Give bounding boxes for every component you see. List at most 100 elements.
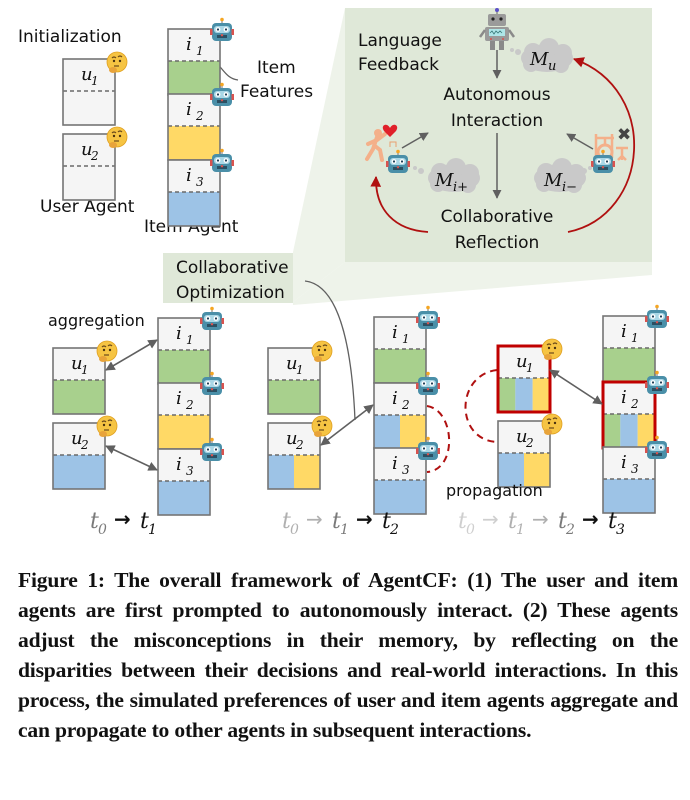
thinking-face-icon (96, 415, 118, 438)
preference-segment-yellow (158, 415, 210, 449)
stage3-user-agent-2: u2 (497, 413, 563, 488)
agent-id: i (392, 453, 398, 474)
robot-icon (199, 306, 225, 331)
preference-segment-blue (168, 192, 220, 226)
agent-id: i (186, 165, 192, 186)
agent-id-sub: 3 (196, 175, 204, 189)
agent-id-sub: 2 (80, 438, 89, 452)
item-features-label-line2: Features (240, 82, 313, 102)
agent-id-sub: 2 (630, 397, 639, 411)
reflection-label-line2: Reflection (455, 233, 540, 253)
large-robot-icon (478, 8, 516, 50)
agent-id-sub: 1 (631, 331, 639, 345)
time-arrow: → (306, 507, 323, 531)
time-step-sub: 0 (98, 522, 107, 538)
liked-item-person-icon (365, 124, 398, 162)
language-feedback-panel: Language Feedback M u Autonomous Interac… (345, 8, 652, 262)
autonomous-label-line1: Autonomous (443, 85, 550, 105)
panel-title-line1: Language (358, 31, 442, 51)
memory-user-base: M (529, 49, 549, 70)
thinking-face-icon (311, 415, 333, 438)
preference-segment-blue (158, 481, 210, 515)
agent-id-sub: 3 (186, 464, 194, 478)
time-step-sub: 1 (340, 522, 349, 538)
agent-id-sub: 2 (525, 436, 534, 450)
preference-segment-blue (374, 480, 426, 514)
preference-segment-yellow (168, 126, 220, 160)
stage1-user-agent-2: u2 (52, 415, 118, 490)
time-step-sub: 3 (616, 522, 625, 538)
agent-id-sub: 2 (295, 438, 304, 452)
interaction-link-u2-i2 (105, 445, 158, 471)
agent-id-sub: 1 (186, 333, 194, 347)
preference-segment-yellow (532, 378, 550, 412)
interaction-link-u1-i2-stage3 (549, 369, 603, 405)
preference-segment-green (374, 349, 426, 383)
zoom-fan (293, 8, 345, 302)
time-step-label: t (140, 509, 149, 534)
time-step-label: t (332, 509, 341, 534)
robot-icon (415, 305, 441, 330)
thinking-face-icon (541, 338, 563, 361)
agent-id: i (392, 322, 398, 343)
item-features-label-line1: Item (257, 58, 296, 78)
agent-id-sub: 3 (402, 463, 410, 477)
time-step-label: t (90, 509, 99, 534)
agent-id-sub: 1 (296, 363, 304, 377)
preference-segment-green (268, 380, 320, 414)
agent-id: u (516, 351, 528, 372)
time-arrow: → (482, 507, 499, 531)
thinking-face-icon (106, 51, 128, 74)
memory-user-sub: u (548, 59, 556, 74)
stage1-user-agent-1: u1 (52, 340, 118, 415)
preference-segment-green (603, 348, 655, 382)
arrow-negative-to-interaction (566, 133, 594, 150)
initialization-section: Initialization User Agent Item Agent Ite… (18, 17, 313, 237)
time-step-label: t (608, 509, 617, 534)
autonomous-label-line2: Interaction (451, 111, 543, 131)
agent-id: i (621, 387, 627, 408)
preference-segment-blue (374, 415, 400, 449)
preference-segment-green (498, 378, 516, 412)
zoom-fan-bottom (293, 262, 652, 305)
agent-id: i (176, 323, 182, 344)
time-arrow: → (582, 507, 599, 531)
time-step-sub: 2 (565, 522, 575, 538)
time-step-sub: 1 (516, 522, 525, 538)
agent-id-sub: 2 (195, 109, 204, 123)
time-step-label: t (508, 509, 517, 534)
interaction-link-u2-i2-stage2 (320, 404, 374, 446)
user-agent-label: User Agent (40, 197, 135, 217)
time-step-sub: 2 (389, 522, 399, 538)
time-arrow: → (532, 507, 549, 531)
init-user-agent-2: u2 (62, 126, 128, 201)
time-arrow: → (114, 507, 131, 531)
agent-id-sub: 1 (81, 363, 89, 377)
robot-icon (644, 304, 670, 329)
preference-segment-yellow (524, 453, 550, 487)
stage2-user-agent-1: u1 (267, 340, 333, 415)
figure-caption: Figure 1: The overall framework of Agent… (18, 568, 678, 742)
interaction-link-u1-i1 (105, 339, 158, 371)
agent-id-sub: 3 (631, 462, 639, 476)
time-step-sub: 0 (466, 522, 475, 538)
agent-id: u (286, 428, 298, 449)
agent-id-sub: 1 (196, 44, 204, 58)
preference-segment-green (603, 414, 621, 448)
propagation-label: propagation (446, 481, 543, 500)
collaborative-optimization-box: Collaborative Optimization (163, 253, 356, 421)
time-step-label: t (458, 509, 467, 534)
optimization-connector (304, 280, 356, 421)
agent-id-sub: 1 (402, 332, 410, 346)
arrow-positive-to-interaction (401, 132, 429, 149)
init-user-agent-1: u1 (62, 51, 128, 126)
preference-segment-blue (515, 378, 533, 412)
initialization-title: Initialization (18, 27, 122, 47)
thinking-face-icon (311, 340, 333, 363)
